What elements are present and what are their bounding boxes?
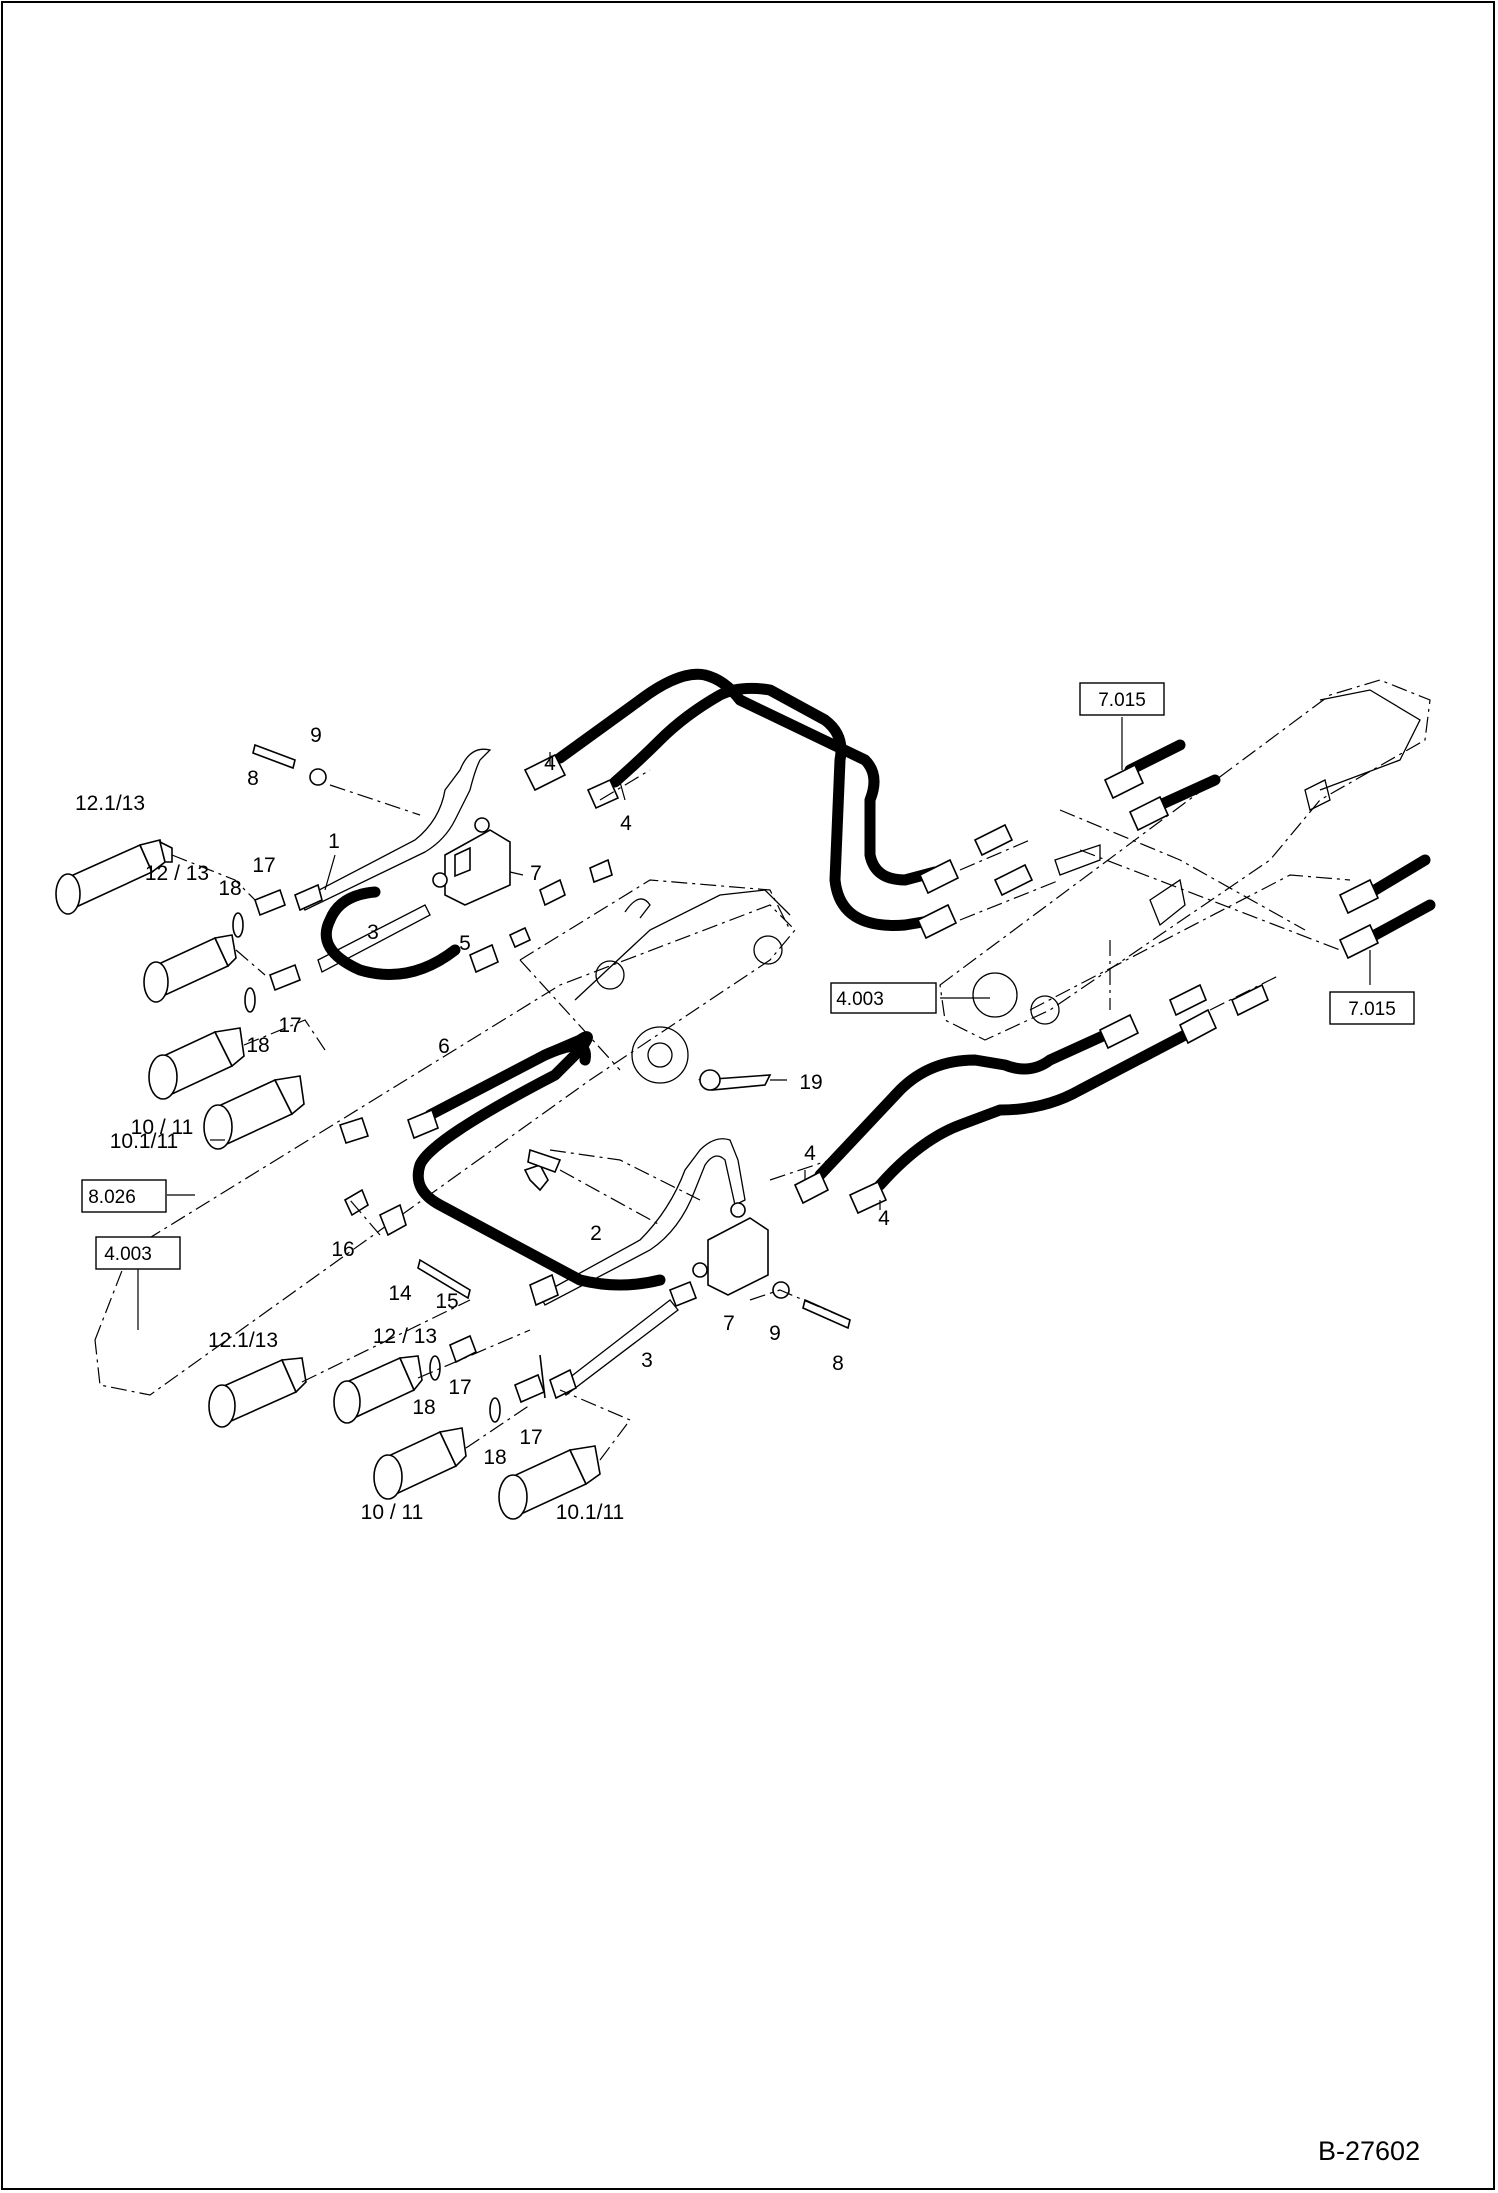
- callout-7-top: 7: [530, 862, 542, 885]
- callout-121-13-top: 12.1/13: [75, 792, 145, 815]
- callout-12-13-bot: 12 / 13: [373, 1325, 437, 1348]
- callout-9-bot: 9: [769, 1322, 781, 1345]
- hose-4-lower-a: [814, 1029, 1111, 1181]
- coupling-10-11-bot: [373, 1427, 467, 1500]
- ref-box-4003-right: 4.003: [830, 982, 937, 1014]
- coupling-10-11-top: [148, 1027, 245, 1100]
- callout-5: 5: [459, 932, 471, 955]
- hose-7015-right: [1369, 854, 1436, 941]
- callout-4-b: 4: [620, 812, 632, 835]
- coupling-101-11-bot: [498, 1445, 601, 1520]
- callout-2: 2: [590, 1222, 602, 1245]
- callout-12-13-top: 12 / 13: [145, 862, 209, 885]
- callout-4-a: 4: [544, 752, 556, 775]
- callout-18-top: 18: [218, 877, 241, 900]
- callout-3-bot: 3: [641, 1349, 653, 1372]
- ref-box-text: 8.026: [88, 1187, 136, 1208]
- hose-4-upper-a: [554, 668, 941, 886]
- hose-7015-top: [1124, 739, 1221, 811]
- hose-4-upper-b: [609, 682, 941, 931]
- pipe-1: [299, 748, 492, 911]
- callout-17-mid: 17: [278, 1014, 301, 1037]
- callout-18-bot-a: 18: [412, 1396, 435, 1419]
- ref-box-8026: 8.026: [81, 1179, 167, 1213]
- hose-3-upper: [320, 886, 461, 980]
- hose-4-lower-b: [874, 1029, 1191, 1191]
- callout-3-top: 3: [367, 921, 379, 944]
- ref-box-4003-left: 4.003: [95, 1236, 181, 1270]
- coupling-101-11-top: [203, 1075, 305, 1150]
- ref-box-text: 4.003: [104, 1244, 152, 1265]
- callout-10-11-top: 10 / 11: [131, 1116, 194, 1139]
- pipe-3-upper: [317, 904, 431, 973]
- callout-121-13-bot: 12.1/13: [208, 1329, 278, 1352]
- callout-labels: 8 9 12.1/13 18 17 1 12 / 13 18 17 10 / 1…: [75, 724, 890, 1524]
- callout-6: 6: [438, 1035, 450, 1058]
- valve-block-upper: [432, 817, 511, 906]
- callout-17-top: 17: [252, 854, 275, 877]
- callout-10-11-bot: 10 / 11: [361, 1501, 424, 1524]
- callout-9-top: 9: [310, 724, 322, 747]
- callout-14: 14: [388, 1282, 412, 1305]
- coupling-12-13-top: [143, 934, 237, 1003]
- callout-101-11-bot: 10.1/11: [556, 1501, 625, 1524]
- valve-block-lower: [692, 1202, 769, 1296]
- callout-101-11-top: 10.1/11: [110, 1130, 179, 1153]
- callout-8-top: 8: [247, 767, 259, 790]
- coupling-121-13-bot: [208, 1357, 307, 1428]
- callout-7-bot: 7: [723, 1312, 735, 1335]
- callout-18-mid: 18: [246, 1034, 269, 1057]
- callout-18-bot-b: 18: [483, 1446, 506, 1469]
- assembly-lines: [171, 769, 1341, 1461]
- callout-4-d: 4: [878, 1207, 890, 1230]
- callout-8-bot: 8: [832, 1352, 844, 1375]
- callout-19: 19: [799, 1071, 822, 1094]
- ref-box-7015-top: 7.015: [1079, 682, 1165, 716]
- callout-17-bot: 17: [448, 1376, 471, 1399]
- ref-box-text: 4.003: [836, 989, 884, 1010]
- callout-16: 16: [331, 1238, 354, 1261]
- ref-box-text: 7.015: [1348, 999, 1396, 1020]
- coupling-121-13-top: [55, 839, 173, 915]
- coupling-12-13-bot: [333, 1355, 423, 1424]
- ref-box-7015-right: 7.015: [1329, 991, 1415, 1025]
- ref-box-text: 7.015: [1098, 690, 1146, 711]
- callout-15: 15: [435, 1290, 458, 1313]
- pipe-2: [539, 1138, 746, 1306]
- hose-6: [412, 1031, 666, 1291]
- callout-4-c: 4: [804, 1142, 816, 1165]
- callout-17-bot-b: 17: [519, 1426, 542, 1449]
- pipe-3-lower: [559, 1299, 679, 1396]
- boom-outline-left: [94, 879, 796, 1396]
- document-number: B-27602: [1318, 2136, 1421, 2166]
- boom-outline-right: [939, 679, 1431, 1041]
- callout-1: 1: [328, 830, 340, 853]
